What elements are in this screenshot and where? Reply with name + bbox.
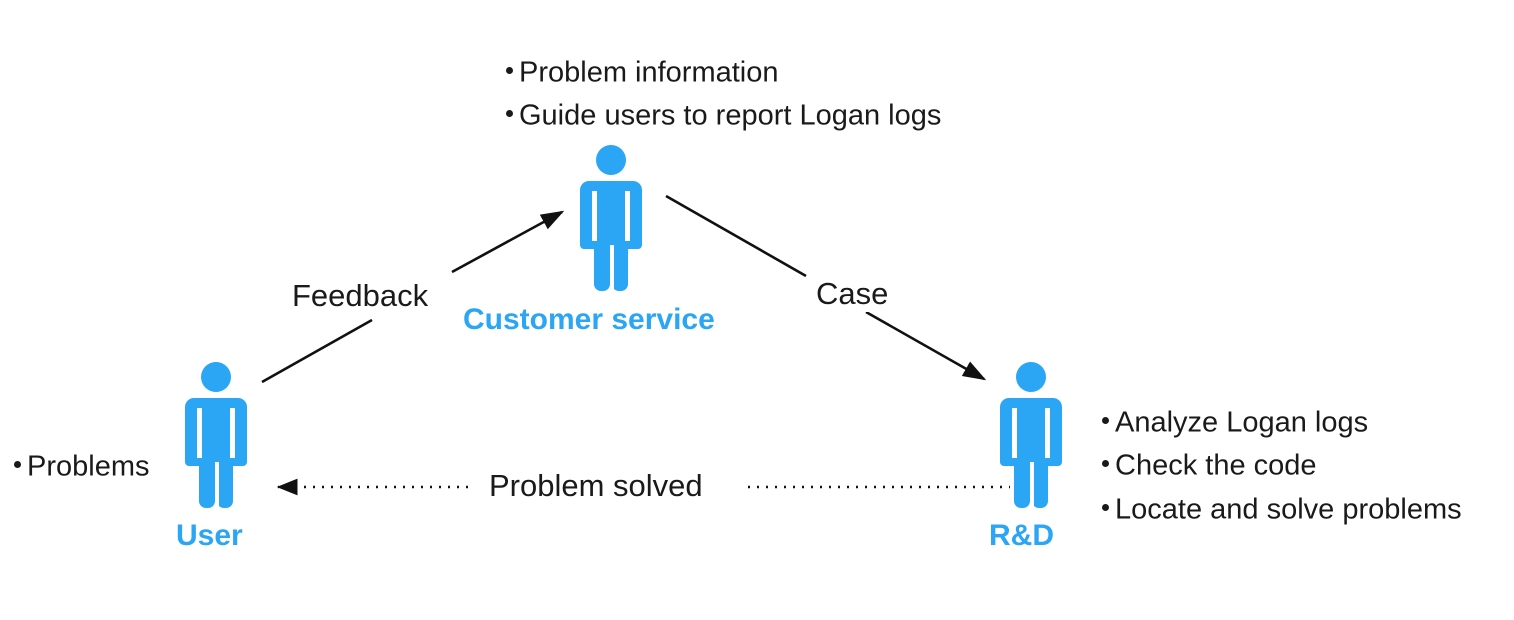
person-leg-gap: [610, 245, 614, 293]
person-head-icon: [1016, 362, 1046, 392]
person-icon-rnd: [1000, 362, 1062, 510]
bullet-item: Problems: [14, 444, 150, 487]
bullet-item: Guide users to report Logan logs: [506, 93, 941, 136]
bullet-text: Analyze Logan logs: [1115, 406, 1369, 439]
edge-label-problem-solved: Problem solved: [483, 468, 709, 504]
person-leg-right: [1032, 458, 1048, 508]
bullet-text: Check the code: [1115, 449, 1317, 482]
edge-label-feedback: Feedback: [286, 278, 435, 314]
customer-service-bullets: Problem information Guide users to repor…: [506, 50, 941, 137]
person-leg-gap: [1030, 462, 1034, 510]
person-torso-icon: [1000, 398, 1062, 466]
person-icon-user: [185, 362, 247, 510]
person-leg-left: [1014, 458, 1030, 508]
person-arm-gap-left: [1012, 408, 1017, 458]
node-label-customer-service: Customer service: [463, 303, 715, 336]
rnd-bullets: Analyze Logan logs Check the code Locate…: [1102, 400, 1462, 530]
person-arm-gap-right: [1045, 408, 1050, 458]
person-arm-gap-right: [230, 408, 235, 458]
bullet-dot-icon: [14, 460, 21, 468]
person-arm-gap-left: [197, 408, 202, 458]
bullet-dot-icon: [506, 110, 513, 118]
bullet-item: Check the code: [1102, 443, 1462, 486]
bullet-text: Problems: [27, 450, 150, 483]
node-label-user: User: [176, 519, 243, 552]
user-bullets: Problems: [14, 444, 150, 487]
person-leg-left: [199, 458, 215, 508]
person-arm-gap-left: [592, 191, 597, 241]
bullet-text: Locate and solve problems: [1115, 493, 1462, 526]
person-arm-gap-right: [625, 191, 630, 241]
bullet-dot-icon: [1102, 503, 1109, 511]
person-head-icon: [201, 362, 231, 392]
person-leg-left: [594, 241, 610, 291]
bullet-item: Problem information: [506, 50, 941, 93]
bullet-dot-icon: [506, 66, 513, 74]
person-leg-gap: [215, 462, 219, 510]
person-head-icon: [596, 145, 626, 175]
bullet-text: Problem information: [519, 56, 779, 89]
person-leg-right: [612, 241, 628, 291]
bullet-item: Analyze Logan logs: [1102, 400, 1462, 443]
person-icon-customer-service: [580, 145, 642, 293]
bullet-dot-icon: [1102, 416, 1109, 424]
bullet-text: Guide users to report Logan logs: [519, 99, 942, 132]
person-torso-icon: [580, 181, 642, 249]
bullet-dot-icon: [1102, 460, 1109, 468]
bullet-item: Locate and solve problems: [1102, 487, 1462, 530]
node-label-rnd: R&D: [989, 519, 1054, 552]
person-torso-icon: [185, 398, 247, 466]
edge-label-case: Case: [810, 276, 895, 312]
person-leg-right: [217, 458, 233, 508]
